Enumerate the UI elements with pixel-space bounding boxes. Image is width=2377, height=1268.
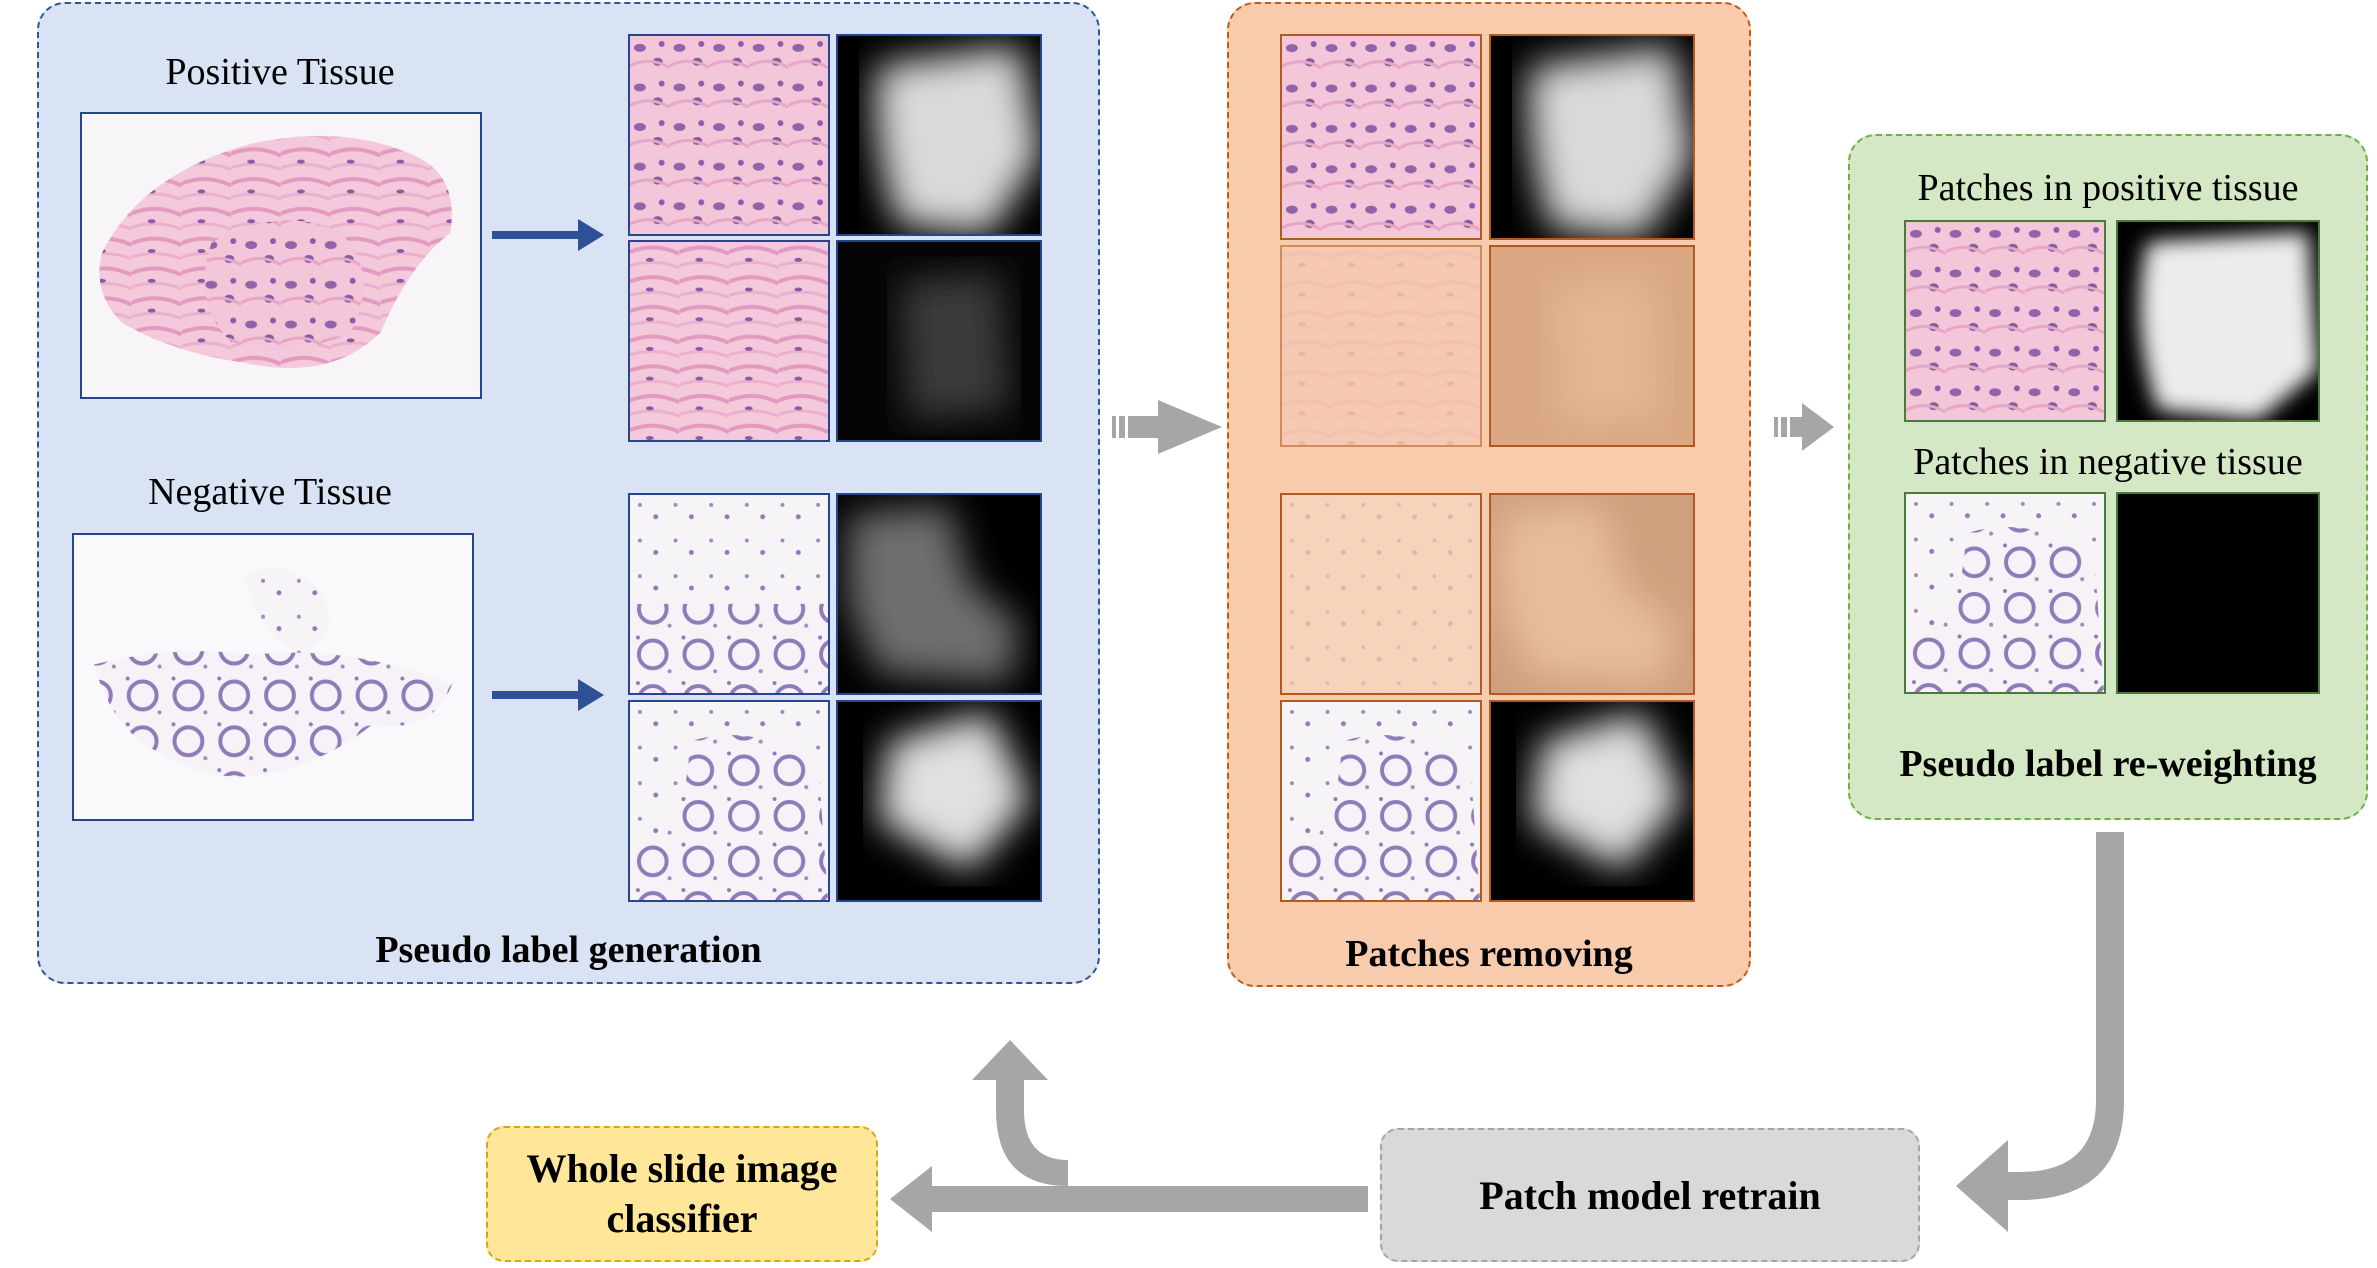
retrain-to-generation-arrow (972, 1040, 1068, 1186)
retrain-to-classifier-arrow (890, 1166, 1368, 1232)
patch-model-retrain-box: Patch model retrain (1380, 1128, 1920, 1262)
kept-positive-heatmap (1489, 34, 1695, 240)
positive-heatmap-2 (836, 240, 1042, 442)
reweight-positive-heatmap (2116, 220, 2320, 422)
negative-patches-label: Patches in negative tissue (1913, 441, 2303, 483)
reweight-negative-heatmap (2116, 492, 2320, 694)
positive-patch-2 (628, 240, 830, 442)
kept-negative-heatmap (1489, 700, 1695, 902)
removed-positive-patch (1280, 245, 1482, 447)
negative-heatmap-1 (836, 493, 1042, 695)
positive-patches-label: Patches in positive tissue (1917, 167, 2299, 209)
negative-patch-1 (628, 493, 830, 695)
positive-slide-image (80, 112, 482, 399)
generation-to-removing-arrow (1112, 400, 1222, 454)
negative-heatmap-2 (836, 700, 1042, 902)
negative-patch-2 (628, 700, 830, 902)
pseudo-label-generation-title: Pseudo label generation (375, 929, 762, 971)
negative-slide-image (72, 533, 474, 821)
removing-to-reweighting-arrow (1774, 403, 1834, 451)
positive-tissue-label: Positive Tissue (165, 51, 395, 93)
positive-heatmap-1 (836, 34, 1042, 236)
patch-model-retrain-label: Patch model retrain (1479, 1172, 1821, 1218)
removed-positive-heatmap (1489, 245, 1695, 447)
removed-negative-patch (1280, 493, 1482, 695)
classifier-label-line2: classifier (606, 1196, 758, 1241)
negative-to-patches-arrow (492, 679, 604, 711)
pseudo-label-reweighting-title: Pseudo label re-weighting (1899, 743, 2317, 785)
reweighting-to-retrain-arrow (1956, 832, 2124, 1232)
positive-patch-1 (628, 34, 830, 236)
whole-slide-classifier-box: Whole slide image classifier (486, 1126, 878, 1262)
kept-negative-patch (1280, 700, 1482, 902)
patches-removing-title: Patches removing (1345, 933, 1633, 975)
classifier-label-line1: Whole slide image (526, 1146, 838, 1191)
positive-to-patches-arrow (492, 219, 604, 251)
removed-negative-heatmap (1489, 493, 1695, 695)
kept-positive-patch (1280, 34, 1482, 240)
reweight-positive-patch (1904, 220, 2106, 422)
reweight-negative-patch (1904, 492, 2106, 694)
negative-tissue-label: Negative Tissue (148, 471, 392, 513)
